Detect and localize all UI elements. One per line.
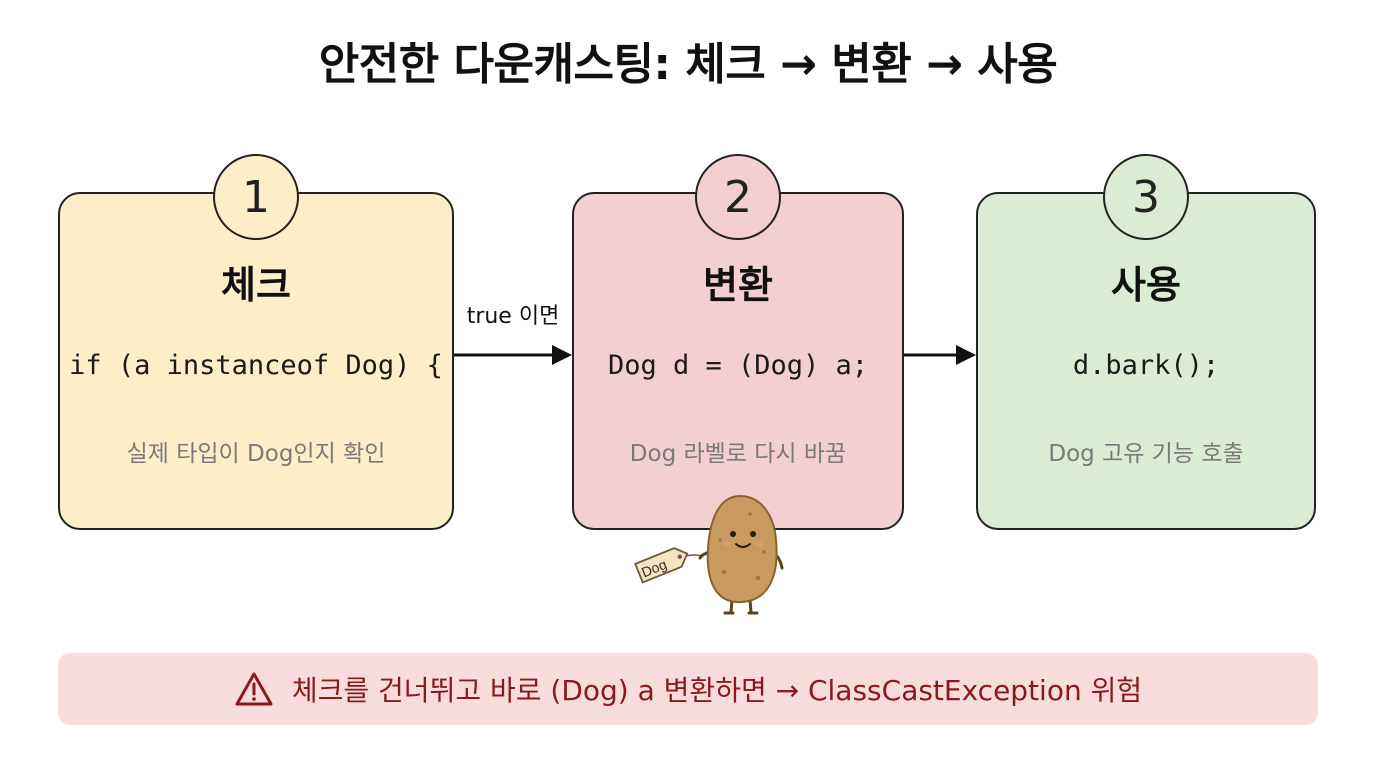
step-description: Dog 라벨로 다시 바꿈 xyxy=(629,441,847,467)
step-code: Dog d = (Dog) a; xyxy=(607,350,869,381)
step-code: d.bark(); xyxy=(1072,350,1220,381)
step-number-badge: 1 xyxy=(213,154,299,240)
step-label: 변환 xyxy=(703,263,773,307)
page-title: 안전한 다운캐스팅: 체크 → 변환 → 사용 xyxy=(318,39,1058,90)
step-label: 사용 xyxy=(1111,263,1181,307)
step-number-badge: 2 xyxy=(695,154,781,240)
warning-triangle-icon xyxy=(235,672,273,706)
arrow-right-icon xyxy=(904,345,976,365)
arrow-right-icon xyxy=(454,345,572,365)
step-card-use: 3 사용 d.bark(); Dog 고유 기능 호출 xyxy=(976,154,1316,530)
warning-text: 체크를 건너뛰고 바로 (Dog) a 변환하면 → ClassCastExce… xyxy=(291,674,1143,707)
potato-mascot-illustration: Dog xyxy=(634,494,784,615)
step-label: 체크 xyxy=(221,263,291,307)
dog-tag-icon: Dog xyxy=(634,547,689,584)
step-card-convert: 2 변환 Dog d = (Dog) a; Dog 라벨로 다시 바꿈 xyxy=(572,154,904,530)
step-card-check: 1 체크 if (a instanceof Dog) { 실제 타입이 Dog인… xyxy=(58,154,454,530)
step-code: if (a instanceof Dog) { xyxy=(69,350,443,381)
step-number-badge: 3 xyxy=(1103,154,1189,240)
step-description: Dog 고유 기능 호출 xyxy=(1048,441,1244,467)
warning-banner: 체크를 건너뛰고 바로 (Dog) a 변환하면 → ClassCastExce… xyxy=(58,653,1318,725)
arrow-label: true 이면 xyxy=(466,304,560,329)
step-description: 실제 타입이 Dog인지 확인 xyxy=(126,441,386,467)
